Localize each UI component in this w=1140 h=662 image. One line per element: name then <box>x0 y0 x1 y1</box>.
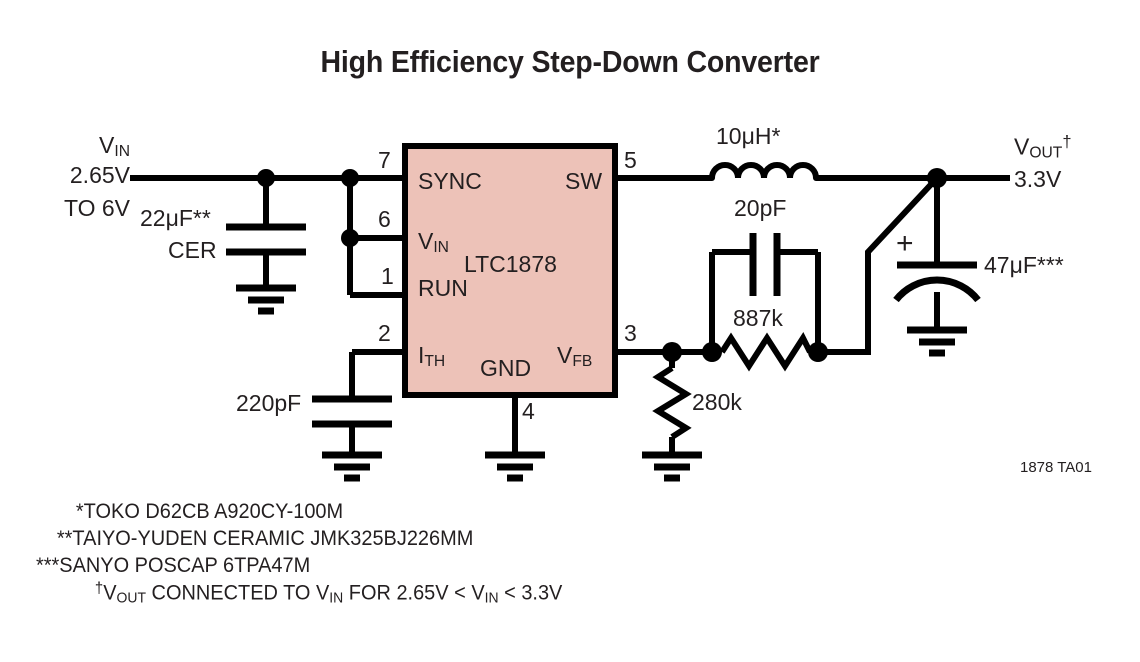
label-rtop-value: 887k <box>733 305 783 331</box>
resistor-280k <box>652 365 692 440</box>
label-cith-value: 220pF <box>236 390 302 416</box>
label-vin-range1: 2.65V <box>69 162 130 188</box>
cap-cout-plate-curved <box>893 276 981 303</box>
label-cff-value: 20pF <box>734 195 787 221</box>
footnotes-block: *TOKO D62CB A920CY-100M **TAIYO-YUDEN CE… <box>36 498 562 609</box>
pin-number-7: 7 <box>378 147 391 173</box>
footnote-3: ***SANYO POSCAP 6TPA47M <box>36 554 311 578</box>
pin-number-4: 4 <box>522 398 535 424</box>
ic-part-number: LTC1878 <box>464 251 557 277</box>
label-vout-voltage: 3.3V <box>1014 166 1062 192</box>
ic-body-ltc1878 <box>402 143 618 398</box>
figure-title: High Efficiency Step-Down Converter <box>320 44 820 79</box>
label-rbot-value: 280k <box>692 389 742 415</box>
figure-reference-code: 1878 TA01 <box>1019 459 1092 476</box>
pin-label-sync: SYNC <box>418 168 482 194</box>
label-cin-type: CER <box>168 237 217 263</box>
label-cout-value: 47μF*** <box>984 252 1064 278</box>
junction-dot-pin6 <box>341 229 359 247</box>
pin-label-run: RUN <box>418 275 468 301</box>
label-vin-name: VIN <box>99 132 130 160</box>
ground-symbol-cin <box>236 284 296 315</box>
ground-symbol-rbot <box>642 451 702 482</box>
label-cout-polarity: + <box>896 227 914 260</box>
label-vin-net: VIN <box>48 133 130 160</box>
inductor-l1 <box>709 162 819 181</box>
pin-label-gnd: GND <box>480 355 532 381</box>
resistor-887k <box>719 331 813 372</box>
pin-label-vin: VIN <box>418 228 449 256</box>
pin-number-6: 6 <box>378 206 391 232</box>
wire-output-sense-diagonal <box>818 175 940 355</box>
ground-symbol-cout <box>907 326 967 357</box>
pin-number-5: 5 <box>624 147 637 173</box>
label-cin-value: 22μF** <box>140 205 211 231</box>
footnote-4: †VOUT CONNECTED TO VIN FOR 2.65V < VIN <… <box>94 580 563 607</box>
footnote-1: *TOKO D62CB A920CY-100M <box>75 500 344 523</box>
pin-label-vfb: VFB <box>557 342 593 370</box>
pin-number-3: 3 <box>624 320 637 346</box>
label-vout-net: VOUT† <box>1014 132 1072 162</box>
pin-label-sw: SW <box>565 168 603 194</box>
junction-dot-pin7 <box>341 169 359 187</box>
ground-symbol-ic <box>485 451 545 482</box>
ground-symbol-cith <box>322 451 382 482</box>
pin-label-ith: ITH <box>418 342 446 370</box>
label-vin-range2: TO 6V <box>63 195 130 221</box>
pin-number-1: 1 <box>381 263 394 289</box>
pin-number-2: 2 <box>378 320 391 346</box>
label-inductor-value: 10μH* <box>716 123 781 149</box>
footnote-2: **TAIYO-YUDEN CERAMIC JMK325BJ226MM <box>56 527 474 551</box>
